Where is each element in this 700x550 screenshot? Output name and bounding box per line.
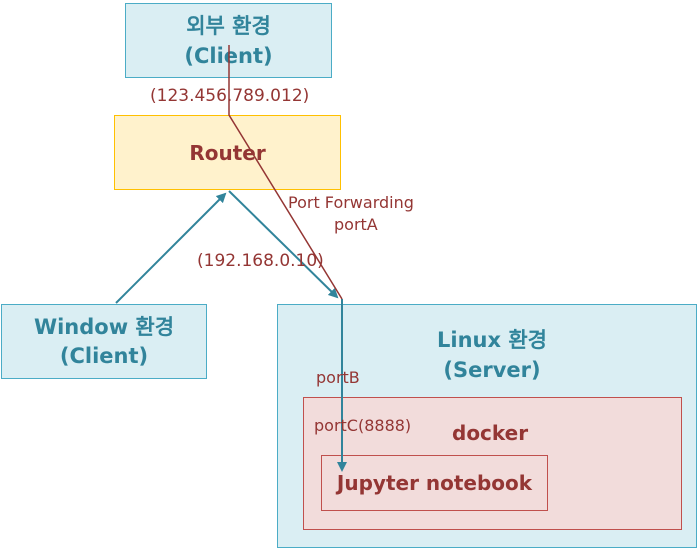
external-ip-label: (123.456.789.012) [150,86,310,106]
external-client-title: 외부 환경 [186,13,271,38]
linux-server-title: Linux 환경 [437,328,547,352]
router-to-linux-arrow [228,190,339,299]
jupyter-notebook-box: Jupyter notebook [321,455,548,511]
windows-client-box: Window 환경 (Client) [1,304,207,379]
port-b-label: portB [316,368,360,387]
router-box: Router [114,115,341,190]
windows-to-router-arrow [115,192,227,304]
port-forwarding-path [228,45,343,300]
windows-client-title: Window 환경 [33,314,175,339]
port-a-label: portA [334,215,378,234]
windows-client-subtitle: (Client) [59,343,149,368]
router-label: Router [189,140,266,165]
docker-label: docker [452,421,529,445]
linux-server-subtitle: (Server) [443,358,541,382]
internal-ip-label: (192.168.0.10) [197,251,324,271]
port-c-label: portC(8888) [314,416,412,435]
jupyter-notebook-label: Jupyter notebook [336,471,533,495]
port-forwarding-label: Port Forwarding [288,193,414,212]
